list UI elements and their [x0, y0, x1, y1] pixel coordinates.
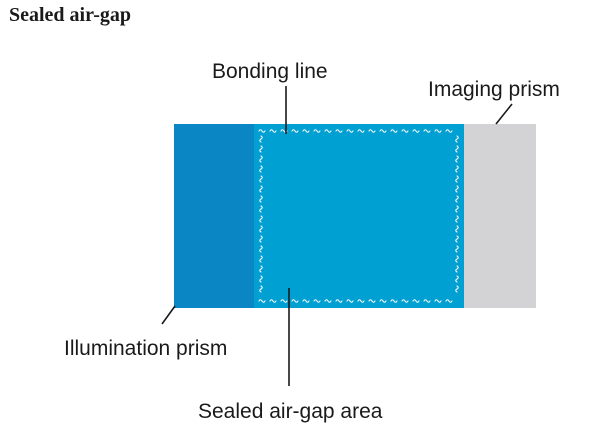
illumination-prism-block [174, 124, 254, 308]
imaging-prism-leader [495, 103, 513, 125]
imaging-prism-label: Imaging prism [428, 78, 560, 101]
sealed-air-gap-area-label: Sealed air-gap area [198, 400, 383, 423]
illumination-prism-leader [161, 305, 176, 325]
illumination-prism-label: Illumination prism [64, 337, 228, 360]
imaging-prism-block [464, 124, 536, 308]
bonding-line-border [258, 129, 459, 303]
bonding-line-label: Bonding line [212, 60, 328, 83]
diagram-title: Sealed air-gap [9, 4, 132, 26]
sealed-air-gap-area [254, 124, 464, 308]
